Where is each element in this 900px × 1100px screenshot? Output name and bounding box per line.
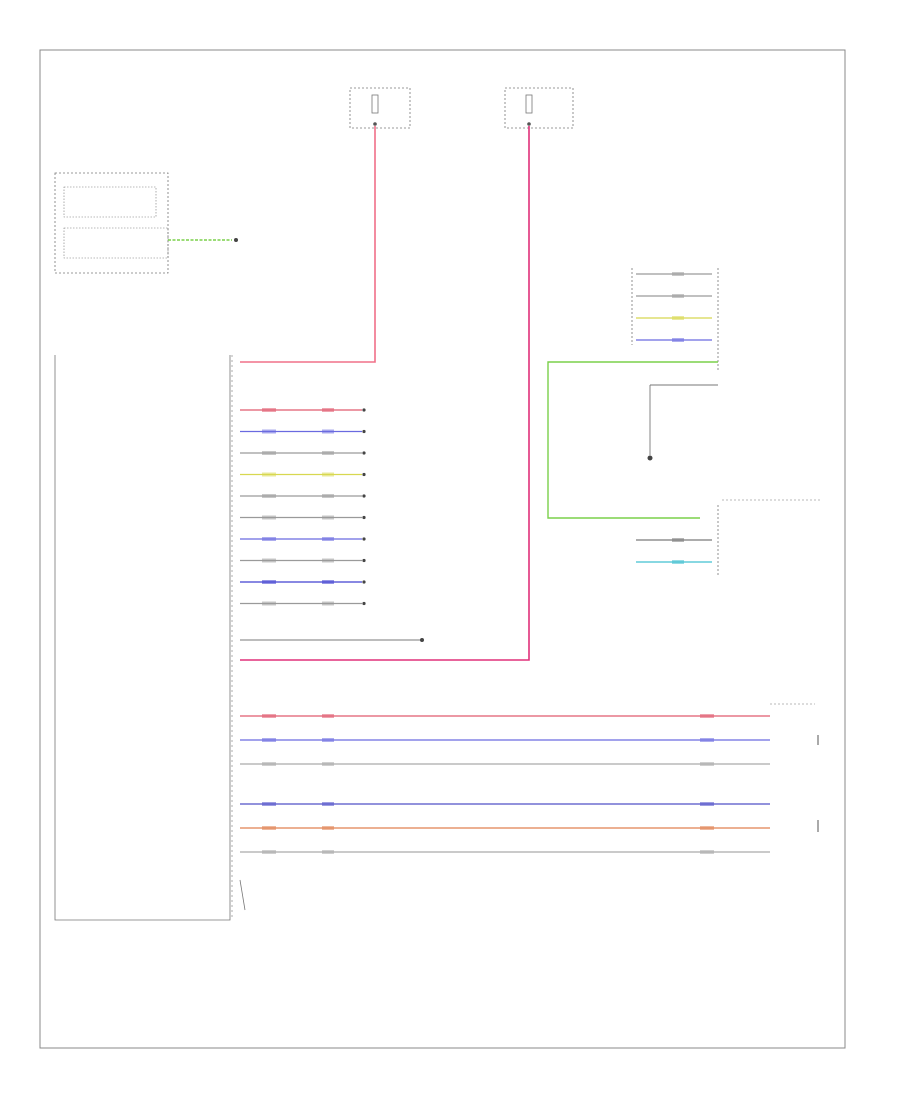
sensor-connector bbox=[770, 703, 819, 832]
right-top-block bbox=[547, 268, 822, 575]
green-wire bbox=[547, 361, 718, 519]
module-pin-row bbox=[240, 515, 366, 520]
battery-feed-wire-2 bbox=[240, 126, 530, 661]
module-pin-row bbox=[240, 580, 366, 584]
ground-section bbox=[239, 638, 424, 911]
battery-feed-wire-1 bbox=[240, 126, 376, 363]
sensor-rows bbox=[240, 714, 770, 854]
fuse-block-right bbox=[504, 87, 574, 129]
powertrain-control-module bbox=[54, 355, 233, 921]
module-pin-row bbox=[240, 408, 366, 412]
right-top-row bbox=[636, 316, 712, 320]
right-top-row bbox=[636, 272, 712, 276]
right-top-row bbox=[636, 338, 712, 342]
module-pin-row bbox=[240, 601, 366, 606]
right-bottom-row bbox=[636, 538, 712, 542]
module-pin-row bbox=[240, 451, 366, 455]
sensor-row bbox=[240, 714, 770, 718]
sensor-row bbox=[240, 738, 770, 742]
sensor-row bbox=[240, 850, 770, 854]
module-pin-row bbox=[240, 429, 366, 434]
module-pin-row bbox=[240, 472, 366, 477]
module-pin-row bbox=[240, 537, 366, 541]
instrument-cluster bbox=[54, 172, 238, 274]
sensor-row bbox=[240, 826, 770, 830]
page-frame bbox=[39, 49, 846, 1049]
right-top-row bbox=[636, 294, 712, 298]
right-bottom-row bbox=[636, 560, 712, 564]
module-pin-row bbox=[240, 494, 366, 498]
module-pin-rows bbox=[240, 408, 366, 606]
sensor-row bbox=[240, 802, 770, 806]
sensor-row bbox=[240, 762, 770, 766]
fuse-block-left bbox=[349, 87, 411, 129]
module-pin-row bbox=[240, 558, 366, 563]
